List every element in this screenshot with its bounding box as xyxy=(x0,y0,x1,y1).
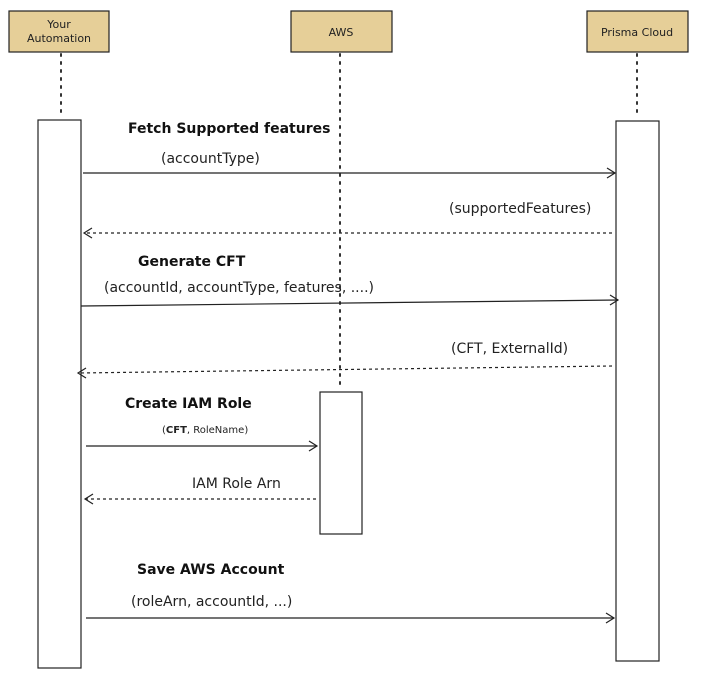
activation-aws xyxy=(319,391,363,535)
activation-automation xyxy=(37,119,82,669)
arrow-iam-response xyxy=(83,493,316,505)
message-label-generate-request: (accountId, accountType, features, ....) xyxy=(104,280,374,296)
arrow-fetch-request xyxy=(83,167,617,179)
actor-prisma-cloud: Prisma Cloud xyxy=(586,10,689,53)
actor-aws-label: AWS xyxy=(329,26,354,39)
message-label-fetch-request: (accountType) xyxy=(161,151,260,167)
message-label-fetch-response: (supportedFeatures) xyxy=(449,201,591,217)
message-label-save-request: (roleArn, accountId, ...) xyxy=(131,594,292,610)
actor-your-automation: Your Automation xyxy=(8,10,110,53)
activation-prisma xyxy=(615,120,660,662)
step-title-fetch: Fetch Supported features xyxy=(128,121,330,137)
message-label-generate-response: (CFT, ExternalId) xyxy=(451,341,568,357)
arrow-fetch-response xyxy=(82,227,612,239)
step-title-save: Save AWS Account xyxy=(137,562,285,578)
arrow-iam-request xyxy=(86,440,319,452)
actor-automation-line1: Your xyxy=(46,18,71,31)
message-label-iam-request: (CFT, RoleName) xyxy=(162,425,248,436)
actor-prisma-label: Prisma Cloud xyxy=(601,26,673,39)
arrow-generate-response xyxy=(76,365,613,379)
step-title-iam: Create IAM Role xyxy=(125,396,252,412)
arrow-save-request xyxy=(86,612,616,624)
message-label-iam-response: IAM Role Arn xyxy=(192,476,281,492)
actor-automation-line2: Automation xyxy=(27,32,91,45)
actor-aws: AWS xyxy=(290,10,393,53)
step-title-generate: Generate CFT xyxy=(138,254,246,270)
arrow-generate-request xyxy=(80,294,620,307)
